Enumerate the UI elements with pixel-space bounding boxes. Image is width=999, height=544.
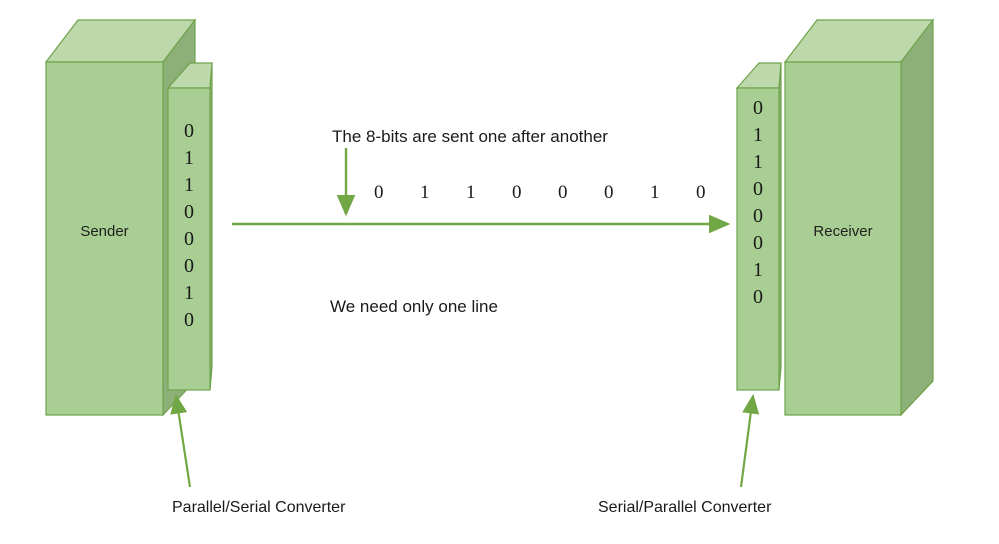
- top-caption: The 8-bits are sent one after another: [332, 127, 608, 146]
- receiver-box-front-face: [784, 61, 902, 416]
- sender-bit: 0: [184, 309, 194, 331]
- receiver-box-3d: [783, 18, 935, 417]
- receiver-bit-column: 0 1 1 0 0 0 1 0: [737, 95, 779, 311]
- sender-bit: 1: [184, 282, 194, 304]
- receiver-bit: 0: [753, 286, 763, 308]
- sender-converter-front-face: [167, 87, 211, 391]
- receiver-bit: 0: [753, 178, 763, 200]
- sender-bit: 0: [184, 120, 194, 142]
- sender-bit: 0: [184, 228, 194, 250]
- sender-bit: 1: [184, 147, 194, 169]
- receiver-bit: 1: [753, 151, 763, 173]
- sender-converter-box-3d: [166, 62, 213, 391]
- receiver-converter-box-3d: [735, 62, 782, 391]
- parallel-serial-converter-arrow: [170, 393, 192, 488]
- sender-bit: 0: [184, 201, 194, 223]
- receiver-bit: 1: [753, 259, 763, 281]
- receiver-label: Receiver: [813, 223, 873, 240]
- serial-parallel-converter-label: Serial/Parallel Converter: [598, 499, 772, 516]
- receiver-bit: 0: [753, 205, 763, 227]
- sender-bit-column: 0 1 1 0 0 0 1 0: [168, 118, 210, 334]
- serial-parallel-converter-arrow: [739, 393, 760, 488]
- bottom-caption: We need only one line: [330, 297, 498, 316]
- receiver-converter-front-face: [736, 87, 780, 391]
- receiver-bit: 1: [753, 124, 763, 146]
- serial-bitstream: 0 1 1 0 0 0 1 0: [374, 182, 715, 203]
- parallel-serial-converter-label: Parallel/Serial Converter: [172, 499, 346, 516]
- sender-box-front-face: [45, 61, 164, 416]
- receiver-box-side-face: [900, 18, 934, 417]
- receiver-bit: 0: [753, 97, 763, 119]
- sender-bit: 1: [184, 174, 194, 196]
- sender-label: Sender: [80, 223, 129, 240]
- receiver-converter-top-face: [735, 62, 782, 89]
- receiver-bit: 0: [753, 232, 763, 254]
- sender-bit: 0: [184, 255, 194, 277]
